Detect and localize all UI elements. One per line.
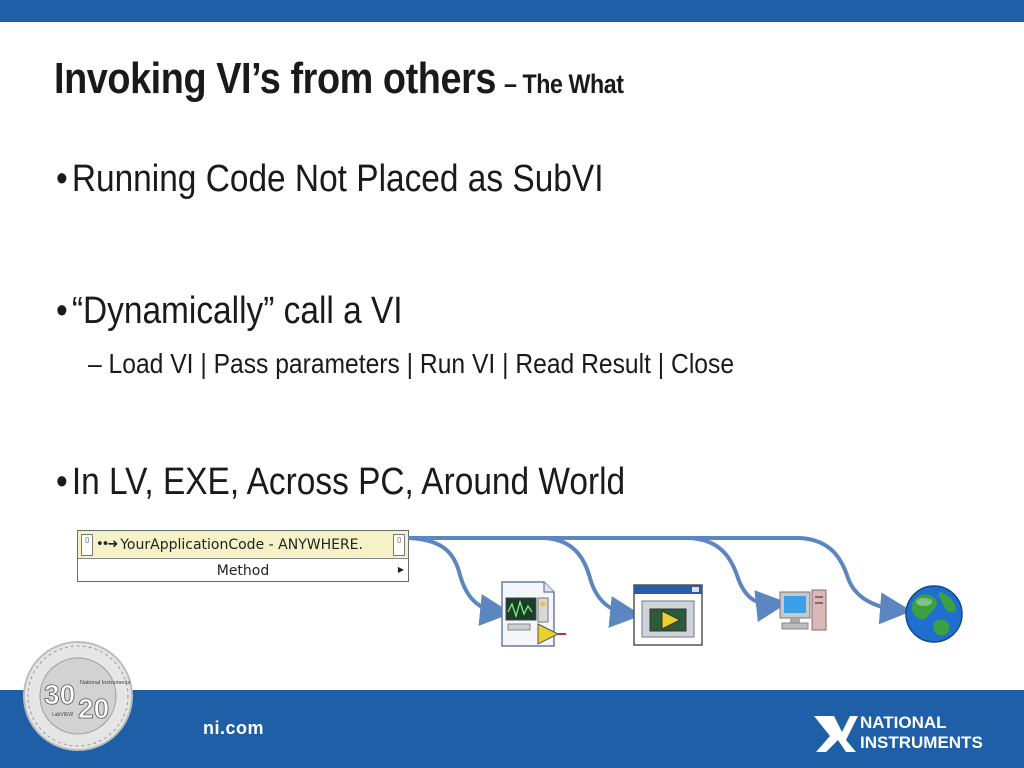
title-suffix: – The What <box>504 69 624 99</box>
invoke-node[interactable]: ▯ ••➜ YourApplicationCode - ANYWHERE. ▯ … <box>77 530 409 582</box>
invoke-node-header: ▯ ••➜ YourApplicationCode - ANYWHERE. ▯ <box>78 531 408 559</box>
footer-bar <box>0 690 1024 768</box>
flow-arrow-globe <box>688 536 912 625</box>
vi-file-icon <box>501 581 566 647</box>
chevron-right-icon: ▶ <box>397 565 404 574</box>
reference-in-terminal-icon[interactable]: ▯ <box>81 533 93 556</box>
flow-arrow-exe <box>408 536 642 628</box>
method-label: Method <box>216 562 270 579</box>
bullet-text: Running Code Not Placed as SubVI <box>71 158 604 200</box>
bullet-2: •“Dynamically” call a VI <box>56 290 403 333</box>
badge-product: LabVIEW <box>52 712 73 718</box>
title-main: Invoking VI’s from others <box>54 54 496 103</box>
flow-arrow-pc <box>543 536 788 622</box>
bullet-dot: • <box>56 461 68 503</box>
slide-title: Invoking VI’s from others – The What <box>54 54 643 104</box>
right-arrow-icon: ••➜ <box>96 537 118 552</box>
method-selector[interactable]: Method ▶ <box>78 559 408 582</box>
globe-icon <box>905 585 963 643</box>
bullet-3: •In LV, EXE, Across PC, Around World <box>56 461 625 504</box>
bullet-dot: • <box>56 290 68 332</box>
exe-window-icon <box>633 584 703 646</box>
pc-computer-icon <box>779 589 827 631</box>
logo-line-1: NATIONAL <box>860 713 947 732</box>
bullet-text: “Dynamically” call a VI <box>71 290 403 332</box>
bullet-1: •Running Code Not Placed as SubVI <box>56 158 604 201</box>
site-link[interactable]: ni.com <box>203 718 265 738</box>
logo-line-2: INSTRUMENTS <box>860 733 983 752</box>
bullet-text: In LV, EXE, Across PC, Around World <box>71 461 626 503</box>
bullet-dot: • <box>56 158 68 200</box>
top-bar <box>0 0 1024 22</box>
flow-arrow-vi <box>408 536 512 626</box>
sub-bullet: – Load VI | Pass parameters | Run VI | R… <box>88 348 735 379</box>
badge-30: 30 <box>44 679 75 710</box>
ni-logo-icon: NATIONAL INSTRUMENTS <box>814 713 983 752</box>
reference-out-terminal-icon[interactable]: ▯ <box>393 533 405 556</box>
anniversary-badge-icon: 30 20 National Instruments LabVIEW <box>23 641 133 751</box>
badge-brand: National Instruments <box>80 680 131 686</box>
reference-label: YourApplicationCode - ANYWHERE. <box>120 536 363 553</box>
badge-20: 20 <box>78 693 109 724</box>
